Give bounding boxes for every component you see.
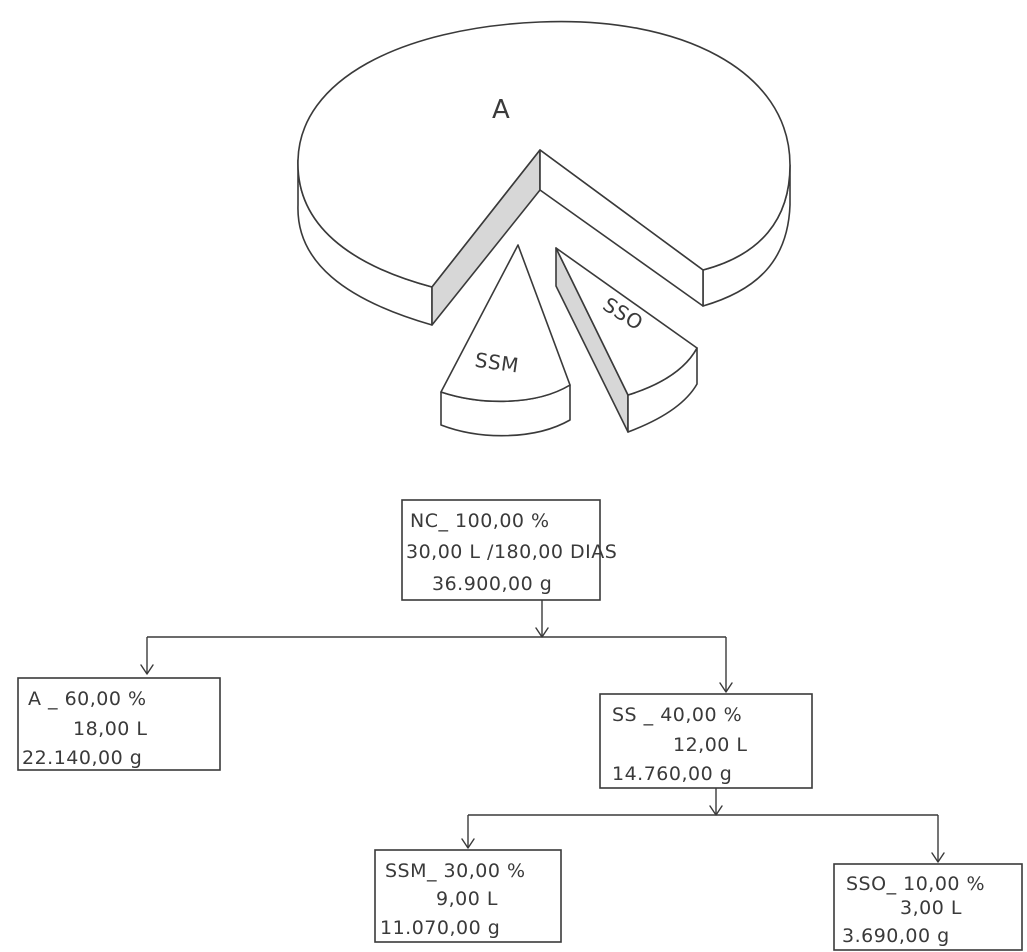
pie-ssm-top bbox=[440, 244, 571, 403]
pie-sso-top bbox=[555, 247, 698, 396]
node-a: A _ 60,00 % 18,00 L 22.140,00 g bbox=[17, 677, 221, 771]
node-ss: SS _ 40,00 % 12,00 L 14.760,00 g bbox=[599, 693, 813, 789]
node-sso-line-2: 3,00 L bbox=[900, 897, 962, 919]
node-ss-line-2: 12,00 L bbox=[673, 734, 748, 756]
tree-connectors bbox=[140, 600, 945, 863]
exploded-pie: A SSM SSO bbox=[297, 20, 791, 437]
pie-main-top bbox=[297, 20, 791, 288]
node-sso-line-1: SSO_ 10,00 % bbox=[846, 873, 985, 895]
node-ssm: SSM_ 30,00 % 9,00 L 11.070,00 g bbox=[374, 849, 562, 943]
pie-main-cut-right bbox=[539, 149, 704, 307]
node-a-line-3: 22.140,00 g bbox=[22, 747, 142, 769]
node-a-line-1: A _ 60,00 % bbox=[28, 688, 147, 710]
node-nc-line-2: 30,00 L /180,00 DIAS bbox=[406, 541, 617, 563]
node-sso: SSO_ 10,00 % 3,00 L 3.690,00 g bbox=[833, 863, 1023, 951]
node-ss-line-3: 14.760,00 g bbox=[612, 763, 732, 785]
node-nc-line-1: NC_ 100,00 % bbox=[410, 510, 550, 532]
node-nc: NC_ 100,00 % 30,00 L /180,00 DIAS 36.900… bbox=[401, 499, 617, 601]
node-ss-line-1: SS _ 40,00 % bbox=[612, 704, 742, 726]
node-ssm-line-2: 9,00 L bbox=[436, 888, 498, 910]
node-ssm-line-3: 11.070,00 g bbox=[380, 917, 500, 939]
node-ssm-line-1: SSM_ 30,00 % bbox=[385, 860, 526, 882]
pie-label-a: A bbox=[492, 95, 510, 125]
node-a-line-2: 18,00 L bbox=[73, 718, 148, 740]
node-nc-line-3: 36.900,00 g bbox=[432, 573, 552, 595]
node-sso-line-3: 3.690,00 g bbox=[842, 925, 950, 947]
